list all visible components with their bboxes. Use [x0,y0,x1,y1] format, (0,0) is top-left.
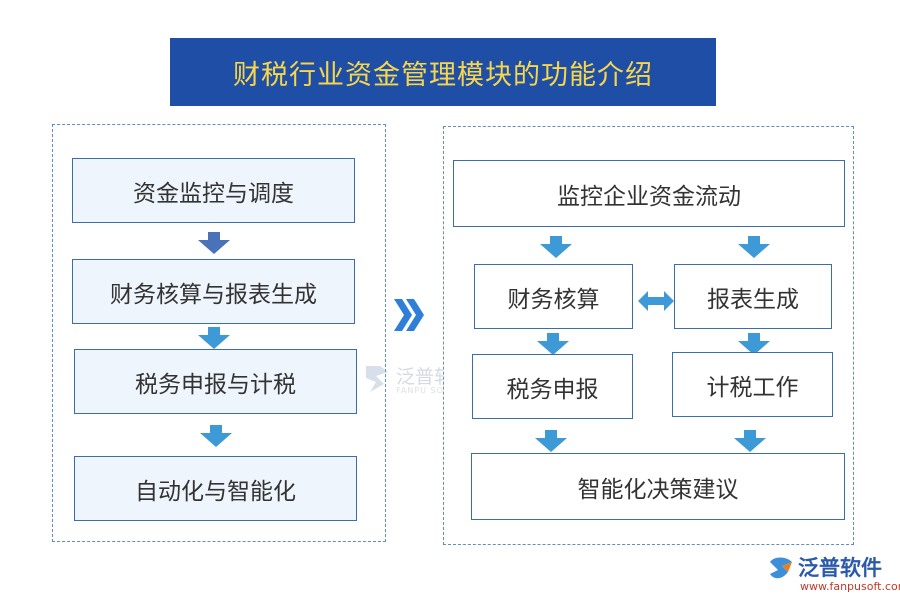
step-label: 财务核算与报表生成 [110,281,317,308]
node-tax-filing: 税务申报 [472,354,633,419]
fanpu-logo-icon [366,366,388,392]
node-label: 智能化决策建议 [577,476,739,503]
node-label: 报表生成 [707,286,799,313]
down-arrow-icon [537,333,569,355]
bidirectional-arrow-icon [638,288,674,314]
step-label: 税务申报与计税 [135,371,296,398]
page-title: 财税行业资金管理模块的功能介绍 [233,59,653,91]
step-fund-monitoring: 资金监控与调度 [72,158,355,223]
step-tax-filing: 税务申报与计税 [74,349,357,414]
node-smart-decision: 智能化决策建议 [471,453,845,520]
node-label: 财务核算 [507,286,600,313]
down-arrow-icon [738,236,770,258]
node-label: 监控企业资金流动 [557,183,741,210]
fanpu-logo-icon [770,557,792,579]
down-arrow-icon [198,327,230,349]
node-reporting: 报表生成 [674,264,832,329]
chevron-right-icon [392,297,424,333]
down-arrow-icon [198,232,230,254]
down-arrow-icon [200,425,232,447]
watermark-sub: FANPU SOFTWARE [396,386,483,395]
step-label: 自动化与智能化 [135,478,296,505]
node-accounting: 财务核算 [474,264,633,329]
brand-name: 泛普软件 [798,556,882,580]
down-arrow-icon [540,236,572,258]
brand-logo: 泛普软件 www.fanpusoft.com [766,550,900,598]
node-label: 税务申报 [506,376,599,403]
step-accounting-reporting: 财务核算与报表生成 [72,259,355,324]
down-arrow-icon [738,333,770,355]
node-monitor-fund-flow: 监控企业资金流动 [453,160,845,227]
down-arrow-icon [535,430,567,452]
node-label: 计税工作 [706,374,799,401]
node-tax-calculation: 计税工作 [672,352,833,417]
brand-url: www.fanpusoft.com [800,580,900,593]
step-automation: 自动化与智能化 [74,456,357,521]
step-label: 资金监控与调度 [133,180,294,207]
down-arrow-icon [734,430,766,452]
title-banner: 财税行业资金管理模块的功能介绍 [170,38,716,106]
